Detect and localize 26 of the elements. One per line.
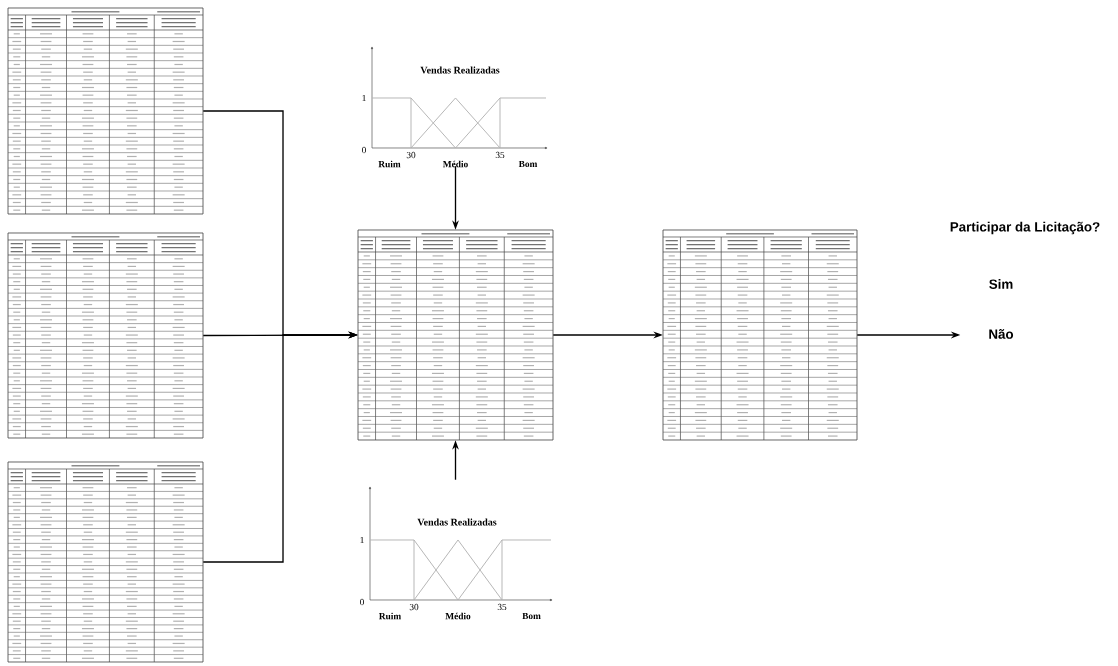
label-text: Sim xyxy=(989,279,1013,289)
table-drawing xyxy=(662,229,858,441)
node-label: 35 xyxy=(495,151,505,159)
node-label: 1 xyxy=(362,94,366,102)
node-label: Ruim xyxy=(378,160,401,168)
node-label: Ruim xyxy=(379,612,401,620)
node-label: Médio xyxy=(442,160,468,168)
node-label: 0 xyxy=(360,598,364,606)
table-drawing xyxy=(7,7,204,215)
node-label: Vendas Realizadas xyxy=(417,518,497,526)
chart-drawing: Vendas Realizadas 1 0 30 35 Ruim Médio Bom xyxy=(360,486,553,620)
node-label: 1 xyxy=(360,536,364,544)
table-drawing xyxy=(7,461,204,663)
node-label: Vendas Realizadas xyxy=(420,66,500,74)
node-label: Médio xyxy=(445,612,471,620)
table-drawing xyxy=(7,232,204,439)
node-label: Bom xyxy=(522,612,541,620)
node-label: 35 xyxy=(497,603,507,611)
node-label: 0 xyxy=(362,146,366,154)
table-drawing xyxy=(357,229,554,441)
node-label: Bom xyxy=(518,160,538,168)
node-label: 30 xyxy=(406,151,416,159)
node-label: 30 xyxy=(409,603,419,611)
label-text: Participar da Licitação? xyxy=(950,221,1100,235)
label-text: Não xyxy=(989,329,1014,339)
chart-drawing: Vendas Realizadas 1 0 30 35 Ruim Médio Bom xyxy=(362,46,548,168)
